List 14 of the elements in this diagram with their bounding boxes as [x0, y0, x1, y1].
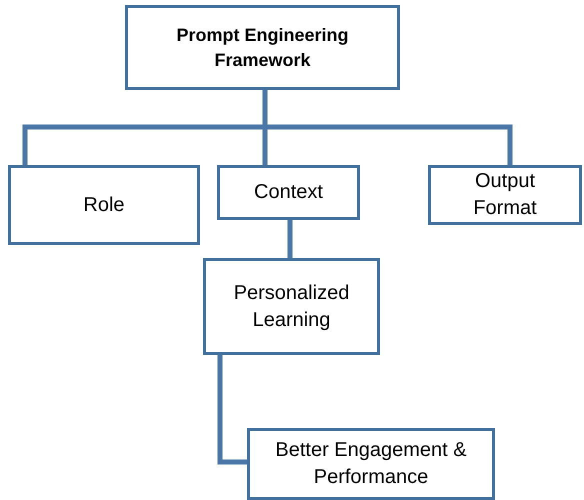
process-box	[217, 165, 360, 220]
box-label: Output Format	[472, 169, 538, 221]
box-label: Better Engagement & Performance	[274, 438, 468, 490]
box-label: Context	[254, 180, 323, 205]
box-label: Personalized Learning	[232, 280, 350, 332]
process-box	[203, 258, 380, 355]
box-label: Role	[83, 192, 125, 218]
process-box	[8, 165, 200, 245]
process-box	[125, 5, 400, 90]
box-label: Prompt Engineering Framework	[175, 24, 350, 72]
connector-line	[218, 355, 247, 464]
process-box	[247, 428, 495, 500]
process-box	[428, 165, 582, 225]
connector-line	[288, 220, 292, 258]
